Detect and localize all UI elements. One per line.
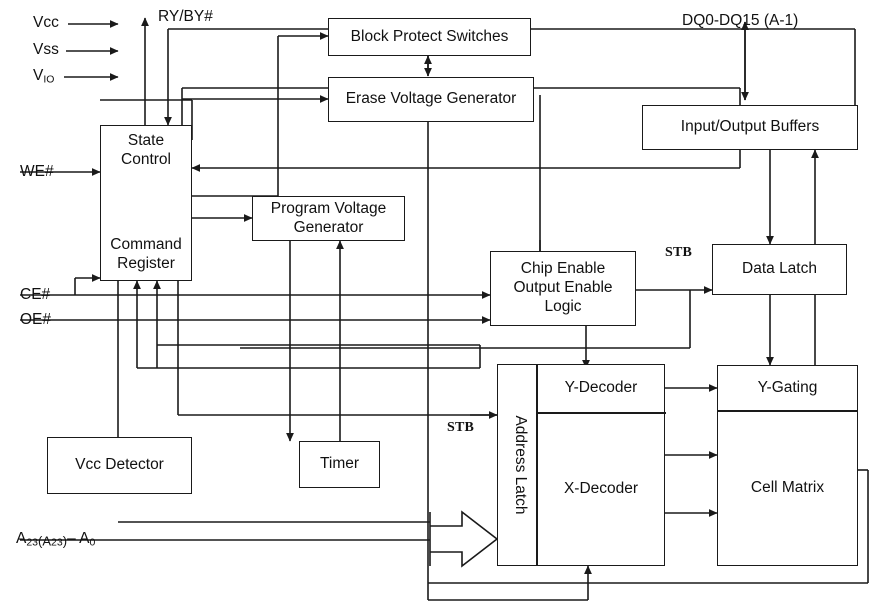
stb-label-address-latch: STB	[447, 420, 475, 435]
vcc-detector-label: Vcc Detector	[75, 456, 164, 474]
addr-a0-sub: 0	[89, 536, 96, 549]
program-voltage-generator-box[interactable]: Program Voltage Generator	[252, 196, 405, 241]
addr-paren-open: (A	[38, 533, 52, 549]
chip-enable-output-enable-logic-box[interactable]: Chip Enable Output Enable Logic	[490, 251, 636, 326]
addr-dash: – A	[67, 530, 90, 547]
ygating-cellmatrix-divider	[718, 410, 857, 412]
vio-base: V	[33, 67, 44, 84]
chip-enable-line2: Output Enable	[513, 279, 613, 297]
x-decoder-label: X-Decoder	[563, 480, 639, 498]
block-protect-switches-label: Block Protect Switches	[350, 27, 509, 45]
stb-label-data-latch: STB	[665, 245, 693, 260]
block-protect-switches-box[interactable]: Block Protect Switches	[328, 18, 531, 56]
y-decoder-label: Y-Decoder	[564, 379, 638, 397]
addr-a23-base: A	[16, 530, 27, 547]
ce-label: CE#	[20, 286, 51, 303]
vio-label: VIO	[33, 67, 54, 86]
vss-label: Vss	[33, 41, 59, 58]
vcc-label: Vcc	[33, 14, 59, 31]
state-control-label: State Control	[121, 132, 171, 168]
erase-voltage-generator-box[interactable]: Erase Voltage Generator	[328, 77, 534, 122]
address-latch-label: Address Latch	[511, 415, 529, 515]
cell-matrix-label: Cell Matrix	[750, 479, 825, 497]
ygating-cellmatrix-group-box: Y-Gating Cell Matrix	[717, 365, 858, 566]
timer-box[interactable]: Timer	[299, 441, 380, 488]
vio-subscript: IO	[43, 73, 55, 86]
chip-enable-line3: Logic	[544, 297, 582, 315]
state-control-command-register-box[interactable]: State Control Command Register	[100, 125, 192, 281]
data-latch-box[interactable]: Data Latch	[712, 244, 847, 295]
address-bus-label: A23(A23)– A0	[16, 530, 95, 549]
timer-label: Timer	[319, 455, 360, 473]
addr-a23-sub: 23	[26, 536, 39, 549]
address-decoder-group-box: Address Latch Y-Decoder X-Decoder	[497, 364, 666, 566]
program-voltage-generator-label: Program Voltage Generator	[270, 199, 387, 236]
dq-label: DQ0-DQ15 (A-1)	[682, 12, 799, 29]
input-output-buffers-label: Input/Output Buffers	[680, 118, 820, 136]
address-latch-divider	[536, 365, 538, 565]
we-label: WE#	[20, 163, 54, 180]
address-bus-arrow	[429, 510, 499, 568]
addr-paren-sub: 23	[51, 536, 63, 549]
y-gating-label: Y-Gating	[757, 378, 818, 396]
vcc-detector-box[interactable]: Vcc Detector	[47, 437, 192, 494]
erase-voltage-generator-label: Erase Voltage Generator	[345, 90, 517, 108]
chip-enable-line1: Chip Enable	[520, 260, 606, 278]
ry-by-label: RY/BY#	[158, 8, 213, 25]
input-output-buffers-box[interactable]: Input/Output Buffers	[642, 105, 858, 150]
y-x-decoder-divider	[536, 412, 666, 414]
command-register-label: Command Register	[110, 236, 182, 273]
data-latch-label: Data Latch	[742, 260, 817, 278]
addr-paren-close: )	[62, 533, 68, 549]
oe-label: OE#	[20, 311, 52, 328]
